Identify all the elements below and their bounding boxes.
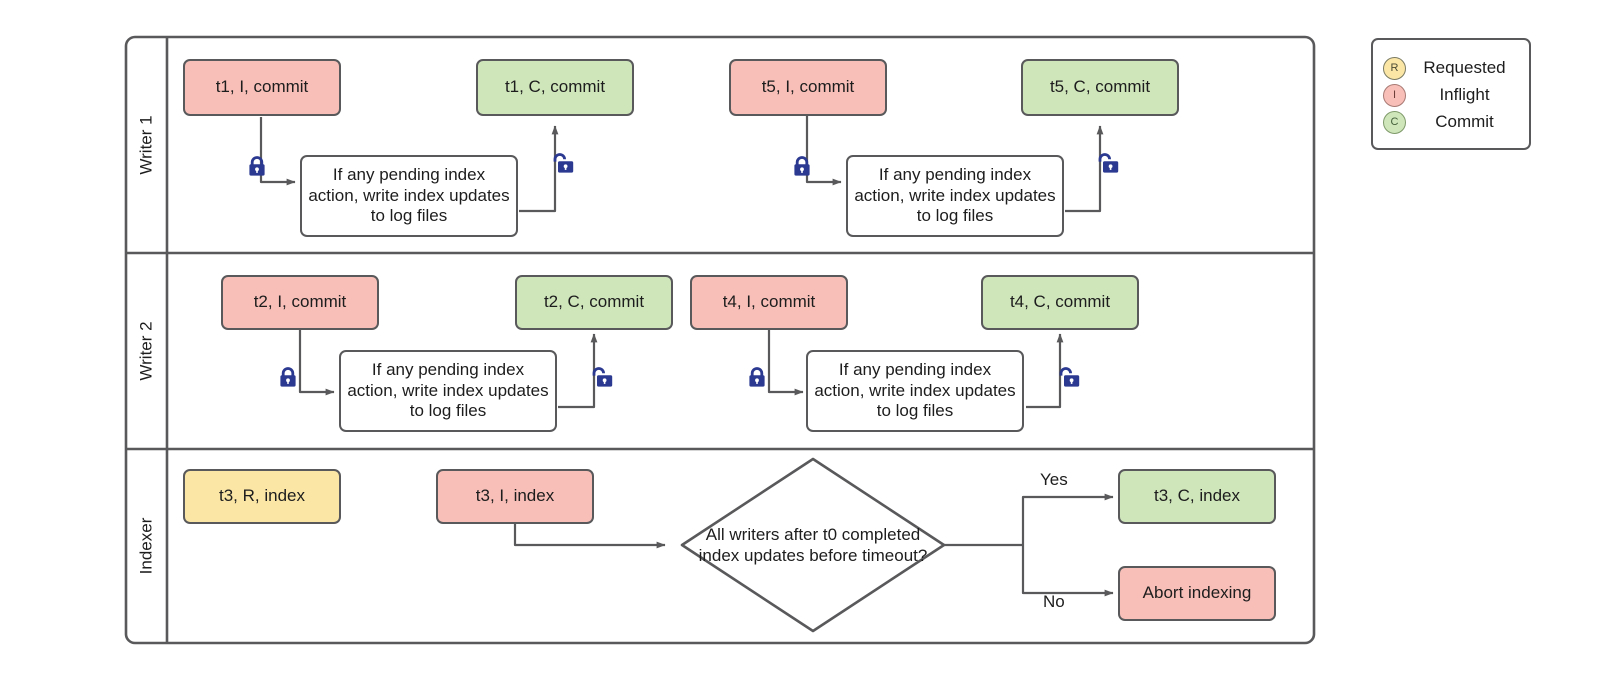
- node-t3-inflight-index[interactable]: t3, I, index: [436, 469, 594, 524]
- lock-open-icon: [592, 366, 614, 388]
- legend-label: Requested: [1423, 58, 1506, 77]
- legend-label: Inflight: [1439, 85, 1490, 104]
- legend-item-commit: C Commit: [1383, 109, 1525, 135]
- process-writer2-index-updates[interactable]: If any pending index action, write index…: [339, 350, 557, 432]
- legend-label: Commit: [1435, 112, 1494, 131]
- node-t3-requested-index[interactable]: t3, R, index: [183, 469, 341, 524]
- node-t4-inflight-commit[interactable]: t4, I, commit: [690, 275, 848, 330]
- lock-closed-icon: [277, 366, 299, 388]
- node-t2-inflight-commit[interactable]: t2, I, commit: [221, 275, 379, 330]
- lane-label-text: Writer 1: [136, 115, 156, 175]
- lock-closed-icon: [246, 155, 268, 177]
- lock-open-icon: [1059, 366, 1081, 388]
- lock-closed-icon: [791, 155, 813, 177]
- legend-item-inflight: I Inflight: [1383, 82, 1525, 108]
- inflight-state-icon: I: [1383, 83, 1406, 107]
- node-t2-commit[interactable]: t2, C, commit: [515, 275, 673, 330]
- lane-label-writer-2: Writer 2: [126, 253, 167, 449]
- lock-open-icon: [553, 152, 575, 174]
- lock-closed-icon: [746, 366, 768, 388]
- swimlane-pool: [124, 35, 1316, 645]
- legend-item-requested: R Requested: [1383, 55, 1525, 81]
- process-writer1-index-updates-2[interactable]: If any pending index action, write index…: [846, 155, 1064, 237]
- lane-label-text: Indexer: [136, 517, 156, 575]
- node-t1-commit[interactable]: t1, C, commit: [476, 59, 634, 116]
- lane-label-writer-1: Writer 1: [126, 37, 167, 253]
- commit-state-icon: C: [1383, 110, 1406, 134]
- decision-diamond: [680, 457, 946, 633]
- edge-label-yes: Yes: [1040, 470, 1068, 489]
- edge-label-no: No: [1043, 592, 1065, 611]
- lane-label-indexer: Indexer: [126, 449, 167, 643]
- requested-state-icon: R: [1383, 56, 1406, 80]
- lane-label-text: Writer 2: [136, 321, 156, 381]
- legend-panel: R Requested I Inflight C Commit: [1371, 38, 1531, 150]
- node-t4-commit[interactable]: t4, C, commit: [981, 275, 1139, 330]
- node-t5-inflight-commit[interactable]: t5, I, commit: [729, 59, 887, 116]
- lock-open-icon: [1098, 152, 1120, 174]
- node-t5-commit[interactable]: t5, C, commit: [1021, 59, 1179, 116]
- process-writer2-index-updates-2[interactable]: If any pending index action, write index…: [806, 350, 1024, 432]
- process-writer1-index-updates[interactable]: If any pending index action, write index…: [300, 155, 518, 237]
- node-t3-commit-index[interactable]: t3, C, index: [1118, 469, 1276, 524]
- node-abort-indexing[interactable]: Abort indexing: [1118, 566, 1276, 621]
- node-t1-inflight-commit[interactable]: t1, I, commit: [183, 59, 341, 116]
